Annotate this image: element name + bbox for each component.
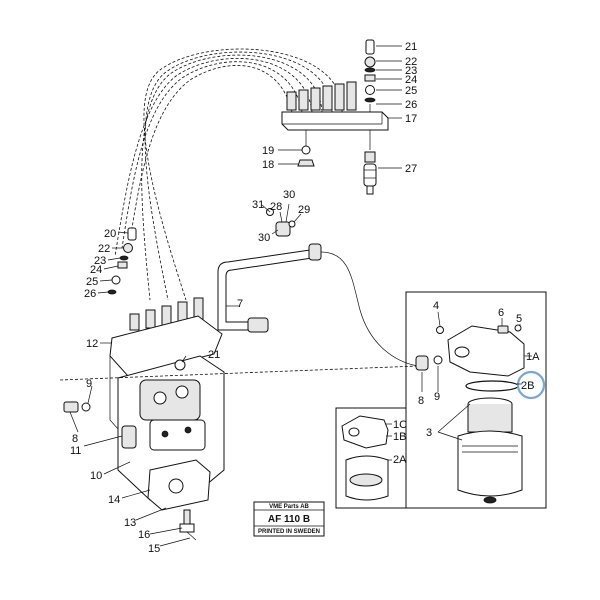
- callout-21-left: 21: [208, 349, 220, 361]
- callout-7: 7: [237, 298, 243, 310]
- callout-24-top: 24: [405, 74, 417, 86]
- callout-14: 14: [108, 494, 120, 506]
- callout-23-top: 23: [405, 65, 417, 77]
- callout-16: 16: [138, 529, 150, 541]
- filter-inset-box: 1C 1B 2A: [335, 407, 407, 509]
- callout-1B: 1B: [393, 431, 406, 443]
- callout-19: 19: [262, 145, 274, 157]
- callout-11: 11: [70, 445, 81, 457]
- callout-12: 12: [86, 338, 98, 350]
- nameplate: VME Parts AB AF 110 B PRINTED IN SWEDEN: [253, 501, 325, 537]
- callout-13: 13: [124, 517, 136, 529]
- callout-1A: 1A: [526, 351, 540, 363]
- callout-25-left: 25: [86, 276, 98, 288]
- callout-8-left: 8: [72, 433, 78, 445]
- callout-2A: 2A: [393, 454, 407, 466]
- fuel-filter-box: 4 6 5 1A 2B 8 9 3: [405, 291, 547, 509]
- callout-20: 20: [104, 228, 116, 240]
- highlight-ring: [516, 370, 546, 400]
- top-callouts: 21 22 23 24 25 26 17 19 18 27: [262, 41, 417, 175]
- callout-9-filter: 9: [434, 391, 440, 403]
- callout-2B: 2B: [521, 380, 534, 392]
- callout-18: 18: [262, 159, 274, 171]
- callout-10: 10: [90, 470, 102, 482]
- callout-26-top: 26: [405, 99, 417, 111]
- callout-24-left: 24: [90, 264, 102, 276]
- callout-15: 15: [148, 543, 160, 555]
- callout-4: 4: [433, 300, 439, 312]
- callout-25-top: 25: [405, 85, 417, 97]
- injection-pump: [59, 227, 419, 541]
- left-callouts: 20 22 23 24 25 26 12 21 9 8 11 10 14 13 …: [69, 228, 220, 555]
- fuel-pipe-7: 31 28 30 29 30 7: [217, 189, 419, 367]
- callout-3: 3: [426, 427, 432, 439]
- callout-30-upper: 30: [283, 189, 295, 201]
- plate-code: AF 110 B: [268, 514, 310, 525]
- callout-23-left: 23: [94, 255, 106, 267]
- callout-22-top: 22: [405, 56, 417, 68]
- callout-21-top: 21: [405, 41, 417, 53]
- callout-17: 17: [405, 113, 417, 125]
- callout-9-left: 9: [86, 378, 92, 390]
- fuel-manifold-top: [114, 39, 389, 301]
- callout-30-lower: 30: [258, 232, 270, 244]
- plate-brand: VME Parts AB: [269, 504, 309, 510]
- callout-26-left: 26: [84, 288, 96, 300]
- callout-6: 6: [498, 307, 504, 319]
- callout-8-filter: 8: [418, 395, 424, 407]
- callout-5: 5: [516, 313, 522, 325]
- callout-28: 28: [270, 201, 282, 213]
- callout-29: 29: [298, 204, 310, 216]
- plate-printed: PRINTED IN SWEDEN: [258, 529, 320, 535]
- callout-27: 27: [405, 163, 417, 175]
- callout-22-left: 22: [98, 243, 110, 255]
- callout-31: 31: [252, 199, 264, 211]
- callout-1C: 1C: [393, 419, 407, 431]
